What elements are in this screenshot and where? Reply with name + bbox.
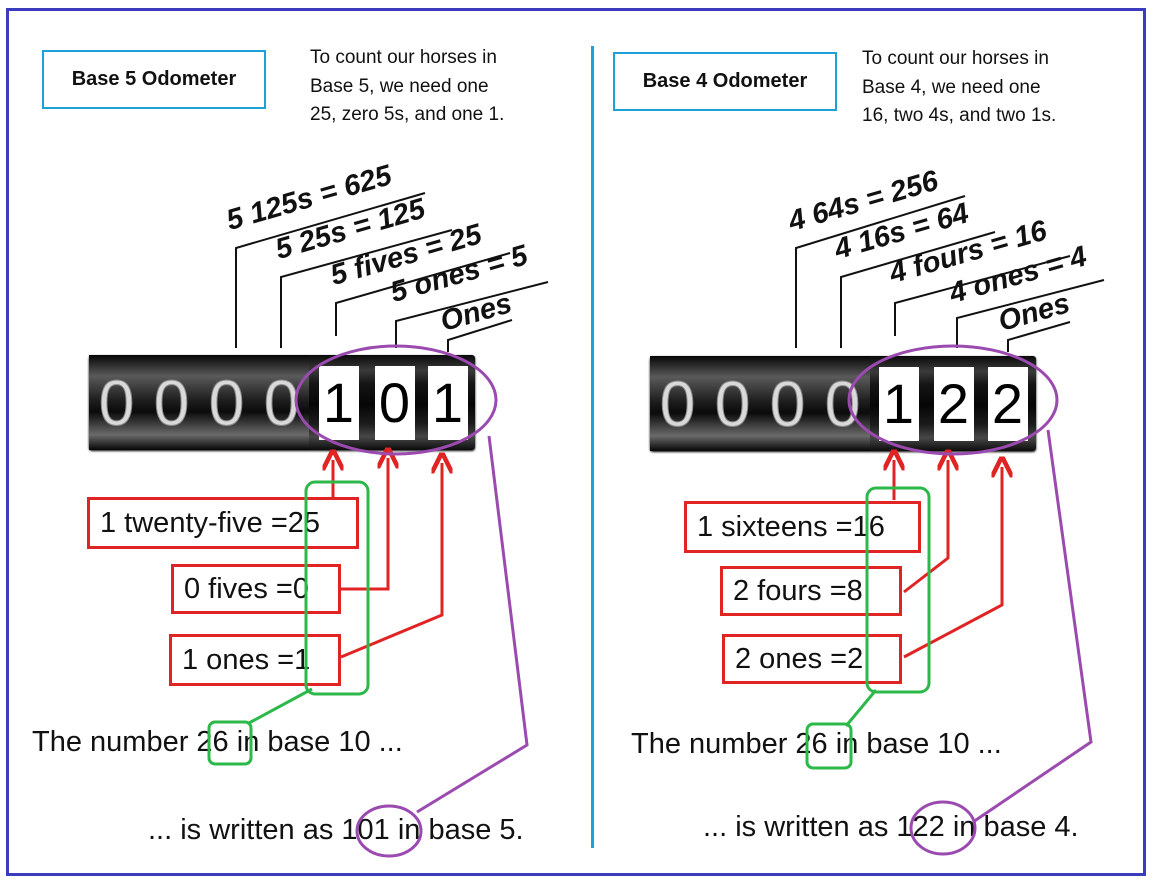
caption-prefix: The number [32, 726, 197, 758]
equation-value: 8 [846, 574, 863, 607]
odometer-digit: 0 [254, 355, 309, 450]
caption-value: 122 [896, 811, 945, 843]
base4-intro-line: Base 4, we need one [862, 76, 1041, 98]
base10-value-box [805, 722, 853, 770]
base5-intro-line: To count our horses in [310, 47, 497, 68]
caption-prefix: The number [631, 728, 796, 760]
base4-odometer: 0 0 0 0 1 2 2 [650, 356, 1036, 451]
tick-line [894, 255, 1071, 336]
base4-equation-4: 2 fours = 8 [720, 566, 902, 616]
odometer-digit-active: 1 [871, 356, 926, 451]
equation-label: 2 ones = [735, 642, 848, 675]
base5-title: Base 5 Odometer [42, 50, 266, 109]
purple-connector [416, 435, 529, 814]
base5-intro-line: 25, zero 5s, and one 1. [310, 104, 505, 125]
odometer-digit-active: 2 [980, 356, 1035, 451]
green-connector [844, 689, 878, 727]
base10-value-box [207, 720, 253, 766]
odometer-digit-value: 1 [878, 366, 919, 441]
equation-label: 1 ones = [182, 643, 295, 676]
tick-line [1007, 321, 1071, 352]
base4-title: Base 4 Odometer [613, 52, 837, 111]
equation-value: 16 [852, 510, 885, 543]
base5-arrows [333, 458, 442, 659]
odometer-digit: 0 [199, 355, 254, 450]
base5-intro-line: Base 5, we need one [310, 75, 489, 97]
base4-tick-lines [795, 195, 1105, 352]
tick-line [447, 319, 513, 352]
tick-line [840, 231, 996, 348]
odometer-digit-active: 1 [311, 355, 366, 450]
base5-odometer: 0 0 0 0 1 0 1 [89, 355, 475, 450]
values-column-box [304, 480, 370, 696]
equation-value: 25 [287, 506, 321, 539]
base4-intro-line: To count our horses in [862, 48, 1049, 69]
odometer-digit-active: 0 [367, 355, 422, 450]
diagram-frame [6, 8, 1146, 876]
arrow-ones [903, 467, 1002, 659]
base5-equation-1: 1 ones = 1 [169, 634, 341, 686]
values-column-box [865, 486, 931, 694]
base5-intro: To count our horses in Base 5, we need o… [310, 44, 504, 130]
odometer-digit-value: 1 [318, 365, 359, 440]
written-value-oval [355, 804, 423, 858]
equation-value: 2 [847, 642, 864, 675]
tick-line [956, 279, 1105, 348]
base4-intro: To count our horses in Base 4, we need o… [862, 45, 1056, 131]
odometer-digit: 0 [89, 355, 144, 450]
caption-prefix: ... is written as [148, 814, 342, 846]
arrow-ones [340, 463, 442, 659]
base4-green-highlight [805, 486, 931, 770]
green-connector [248, 687, 313, 725]
equation-label: 1 sixteens = [697, 510, 853, 543]
base5-number-line: The number 26 in base 10 ... [32, 726, 403, 759]
caption-prefix: ... is written as [703, 811, 897, 843]
base5-purple-highlight [294, 344, 529, 858]
odometer-digit: 0 [705, 356, 760, 451]
tick-line [280, 229, 453, 348]
caption-suffix: in base 10 ... [827, 728, 1002, 760]
equation-label: 2 fours = [733, 574, 847, 607]
purple-connector [972, 429, 1093, 824]
odometer-digit-active: 2 [926, 356, 981, 451]
base4-arrows [894, 460, 1002, 659]
caption-value: 26 [196, 726, 229, 758]
equation-label: 0 fives = [184, 572, 293, 605]
base4-number-line: The number 26 in base 10 ... [631, 728, 1002, 761]
base5-equation-25: 1 twenty-five = 25 [87, 497, 359, 549]
arrow-fives [341, 458, 388, 591]
odometer-digit: 0 [815, 356, 870, 451]
base4-equation-16: 1 sixteens = 16 [684, 501, 921, 553]
base5-green-highlight [207, 480, 370, 766]
base4-purple-highlight [847, 344, 1093, 856]
odometer-digits-oval [847, 344, 1059, 456]
odometer-digit-value: 2 [987, 366, 1028, 441]
tick-line [335, 252, 511, 336]
arrow-fours [903, 460, 948, 594]
caption-suffix: in base 10 ... [228, 726, 403, 758]
tick-line [235, 192, 426, 348]
odometer-digit: 0 [650, 356, 705, 451]
caption-value: 26 [795, 728, 828, 760]
tick-line [395, 281, 549, 348]
odometer-digit-value: 1 [427, 365, 468, 440]
base5-written-line: ... is written as 101 in base 5. [148, 814, 524, 847]
odometer-digit-active: 1 [420, 355, 475, 450]
written-value-oval [909, 800, 977, 856]
odometer-digit: 0 [144, 355, 199, 450]
caption-value: 101 [341, 814, 390, 846]
odometer-digit-value: 0 [374, 365, 415, 440]
base5-tick-lines [235, 192, 549, 352]
panel-divider [591, 46, 594, 848]
base4-equation-1: 2 ones = 2 [722, 634, 902, 684]
base4-written-line: ... is written as 122 in base 4. [703, 811, 1079, 844]
tick-line [795, 195, 966, 348]
base4-intro-line: 16, two 4s, and two 1s. [862, 105, 1057, 126]
odometer-digits-oval [294, 344, 498, 456]
odometer-digit: 0 [760, 356, 815, 451]
odometer-digit-value: 2 [933, 366, 974, 441]
equation-label: 1 twenty-five = [100, 506, 288, 539]
